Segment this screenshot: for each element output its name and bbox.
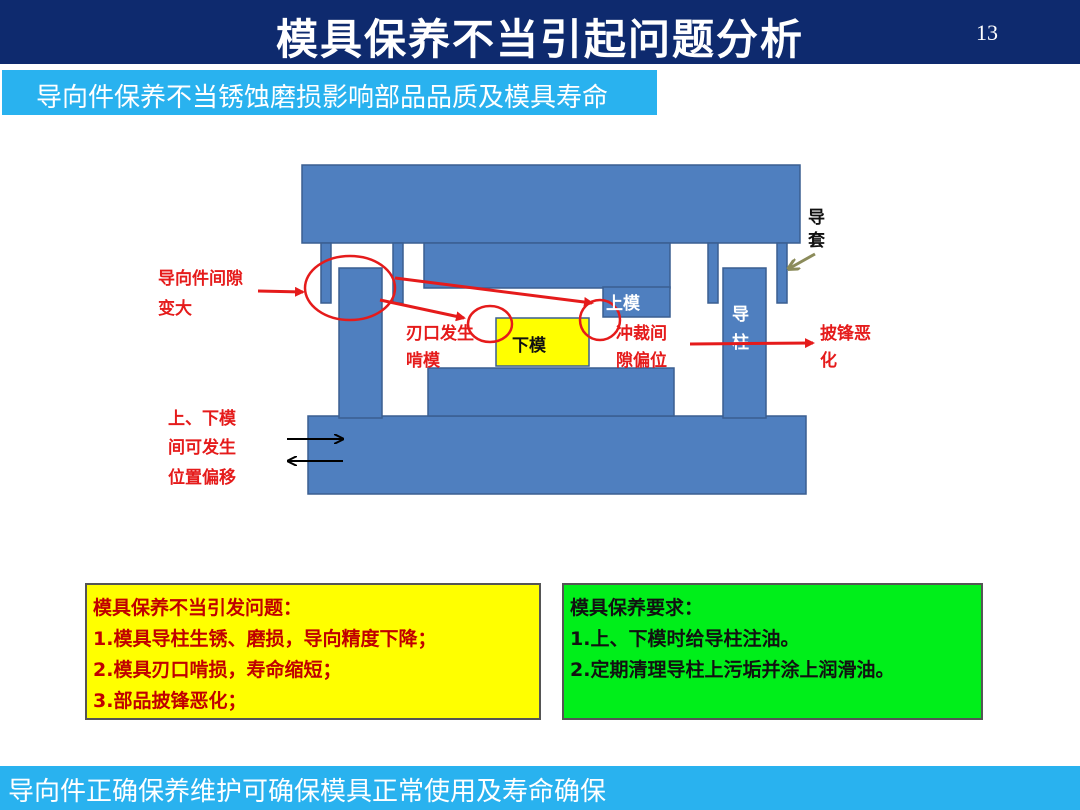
punch-gap-circle [578, 298, 622, 342]
problems-item-3: 3.部品披锋恶化； [93, 690, 247, 712]
subtitle-bar: 导向件保养不当锈蚀磨损影响部品品质及模具寿命 [2, 70, 657, 115]
offset-label-1: 上、下模 [168, 408, 237, 429]
guide-gap-label-2: 变大 [158, 298, 192, 319]
requirements-title: 模具保养要求： [570, 597, 704, 619]
burr-arrow [689, 338, 815, 349]
footer-bar: 导向件正确保养维护可确保模具正常使用及寿命确保 [0, 766, 1080, 810]
guide-post-label-1: 导 [732, 305, 749, 325]
requirements-item-2: 2.定期清理导柱上污垢并涂上润滑油。 [570, 659, 895, 681]
upper-die-block [423, 242, 671, 289]
burr-label-2: 化 [820, 350, 837, 371]
upper-guide-pin-left [320, 242, 332, 304]
guide-gap-arrow [257, 286, 305, 297]
gap-to-punch-arrow [394, 276, 594, 307]
page-title: 模具保养不当引起问题分析 [275, 15, 804, 64]
guide-gap-circle [303, 254, 397, 322]
problems-box: 模具保养不当引发问题： 1.模具导柱生锈、磨损，导向精度下降； 2.模具刃口啃损… [85, 583, 541, 720]
page-number: 13 [976, 20, 998, 45]
burr-label-1: 披锋恶 [820, 323, 871, 344]
offset-label-2: 间可发生 [168, 437, 236, 458]
upper-guide-pin-right-outer [776, 242, 788, 304]
punch-gap-label-1: 冲裁间 [616, 323, 667, 344]
punch-gap-label-2: 隙偏位 [616, 350, 667, 371]
subtitle-text: 导向件保养不当锈蚀磨损影响部品品质及模具寿命 [36, 83, 609, 113]
header-bar: 模具保养不当引起问题分析 13 [0, 0, 1080, 64]
requirements-box: 模具保养要求： 1.上、下模时给导柱注油。 2.定期清理导柱上污垢并涂上润滑油。 [562, 583, 983, 720]
footer-text: 导向件正确保养维护可确保模具正常使用及寿命确保 [8, 777, 607, 807]
edge-chip-label-2: 啃模 [406, 350, 441, 371]
offset-label-3: 位置偏移 [168, 467, 236, 488]
guide-sleeve-label-2: 套 [807, 230, 826, 251]
lower-die-plate [307, 415, 807, 495]
lower-die-label: 下模 [512, 335, 547, 356]
upper-guide-pin-right [707, 242, 719, 304]
upper-die-plate [301, 164, 801, 244]
edge-chip-label-1: 刃口发生 [406, 323, 474, 344]
lower-die-holder [427, 367, 675, 417]
requirements-item-1: 1.上、下模时给导柱注油。 [570, 628, 800, 650]
upper-die-punch [602, 286, 671, 318]
edge-chip-circle [466, 304, 514, 344]
problems-item-2: 2.模具刃口啃损，寿命缩短； [93, 659, 342, 681]
mold-diagram: 导 套 导向件间隙 变大 上模 下模 刃口发生 啃模 冲裁间 隙偏位 导 柱 披… [158, 164, 871, 495]
problems-item-1: 1.模具导柱生锈、磨损，导向精度下降； [93, 628, 437, 650]
problems-title: 模具保养不当引发问题： [93, 597, 303, 619]
guide-gap-label-1: 导向件间隙 [158, 268, 243, 289]
guide-post-left [338, 267, 383, 419]
upper-die-label: 上模 [606, 293, 641, 314]
guide-sleeve-label-1: 导 [808, 208, 825, 228]
gap-to-edge-arrow [379, 298, 466, 322]
guide-sleeve-arrow [790, 252, 816, 268]
